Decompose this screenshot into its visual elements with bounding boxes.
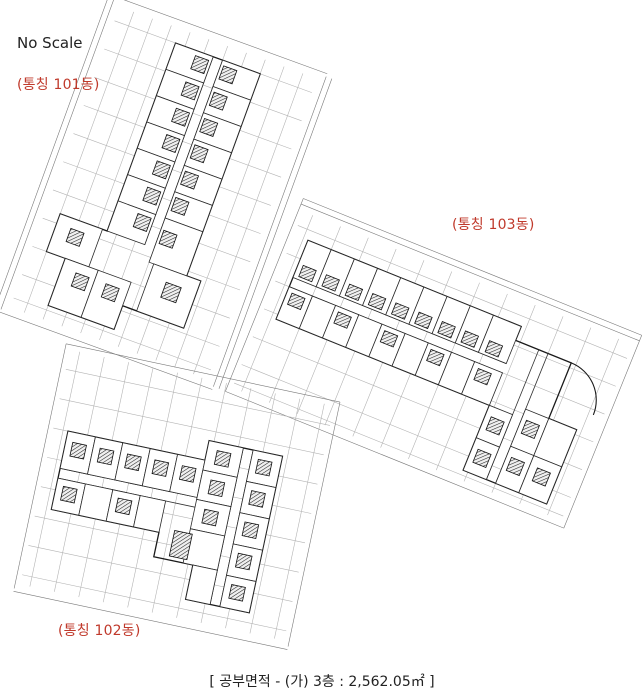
building-102-units bbox=[50, 430, 283, 614]
building-102-cores bbox=[60, 441, 273, 602]
building-101-label: (통칭 101동) bbox=[17, 77, 100, 93]
building-103-plan bbox=[225, 198, 642, 529]
building-102-plan bbox=[13, 343, 341, 650]
building-101-dimensions bbox=[0, 0, 333, 390]
building-103-label: (통칭 103동) bbox=[452, 217, 535, 233]
building-102-label: (통칭 102동) bbox=[58, 623, 141, 639]
building-101-cores bbox=[65, 55, 238, 304]
building-103-units bbox=[275, 239, 578, 505]
building-101-plan bbox=[0, 0, 333, 390]
scale-note: No Scale bbox=[17, 34, 83, 52]
building-102-dimensions bbox=[13, 343, 341, 650]
area-caption: [ 공부면적 - (가) 3층 : 2,562.05㎡ ] bbox=[209, 674, 435, 690]
building-103-curved-wall bbox=[571, 362, 597, 416]
building-103-cores bbox=[286, 264, 551, 487]
building-103-dimensions bbox=[225, 198, 642, 529]
